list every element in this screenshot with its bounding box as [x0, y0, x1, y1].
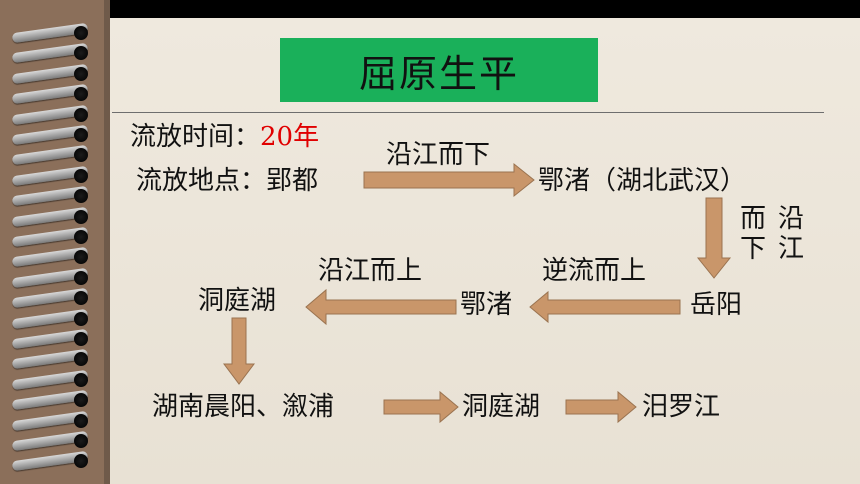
arrow-down-icon: [223, 317, 255, 385]
binding-hole: [74, 26, 88, 40]
node-dongtinghu-1: 洞庭湖: [198, 286, 277, 316]
binding-hole: [74, 393, 88, 408]
binding-hole: [74, 209, 88, 224]
edge-label-upstream: 逆流而上: [542, 256, 647, 286]
node-dongtinghu-2: 洞庭湖: [462, 392, 541, 422]
binding-hole: [74, 291, 88, 306]
title-banner: 屈原生平: [280, 38, 598, 102]
arrow-right-icon: [363, 162, 535, 198]
edge-label-downstream: 沿江而下: [386, 140, 491, 170]
binding-hole: [74, 46, 88, 61]
edge-label-vertical-col1: 而 下: [740, 204, 767, 264]
binding-hole: [74, 250, 88, 265]
binding-hole: [74, 311, 88, 326]
binding-hole: [74, 189, 88, 204]
exile-time-value: 20年: [260, 122, 320, 152]
binding-hole: [74, 230, 88, 244]
binding-hole: [74, 332, 88, 346]
edge-label-along-river-up: 沿江而上: [318, 256, 423, 286]
node-ezhu: 鄂渚: [460, 290, 513, 320]
binding-hole: [74, 413, 88, 428]
binding-hole: [74, 66, 88, 81]
divider-line: [112, 112, 824, 113]
binding-hole: [74, 372, 88, 387]
arrow-right-icon: [383, 390, 459, 424]
binding-hole: [74, 87, 88, 102]
node-ezhu-wuhan: 鄂渚（湖北武汉）: [538, 166, 747, 196]
exile-time-label: 流放时间：: [130, 122, 261, 152]
binding-hole: [74, 434, 88, 448]
binding-hole: [74, 454, 88, 469]
arrow-right-icon: [565, 390, 637, 424]
arrow-left-icon: [529, 290, 681, 324]
arrow-down-icon: [696, 197, 732, 279]
binding-hole: [74, 107, 88, 122]
binding-hole: [74, 352, 88, 367]
binding-hole: [74, 128, 88, 142]
binding-edge: [104, 0, 110, 484]
page-title: 屈原生平: [358, 51, 519, 96]
node-hunan: 湖南晨阳、溆浦: [152, 392, 335, 422]
node-miluojiang: 汨罗江: [642, 392, 721, 422]
binding-hole: [74, 148, 88, 163]
binding-hole: [74, 168, 88, 183]
arrow-left-icon: [305, 288, 457, 326]
exile-place-label: 流放地点：郢都: [136, 166, 319, 196]
node-yueyang: 岳阳: [690, 290, 743, 320]
edge-label-vertical-col2: 沿 江: [778, 204, 805, 264]
exile-time-row: 流放时间：20年: [130, 122, 319, 152]
binding-hole: [74, 270, 88, 285]
